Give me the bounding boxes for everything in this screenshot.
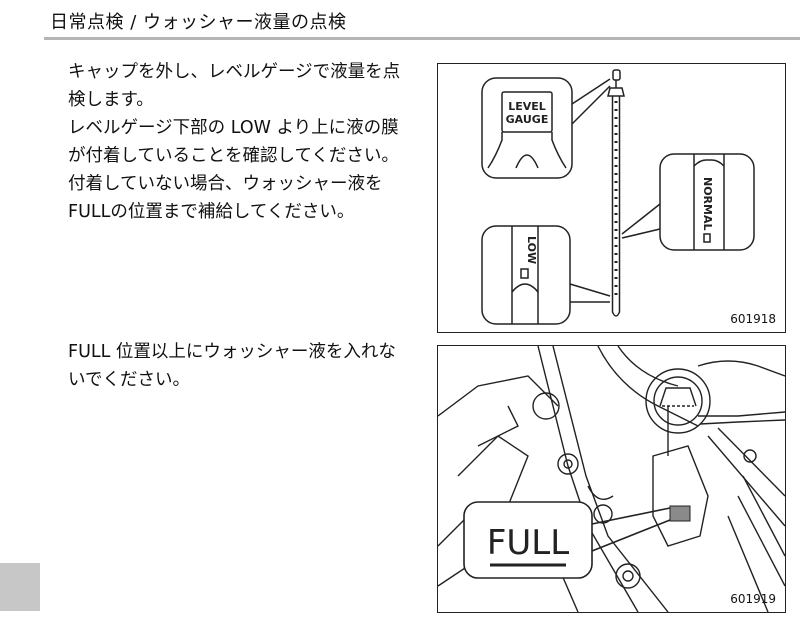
level-label: LEVEL: [508, 100, 546, 113]
normal-label: NORMAL: [701, 177, 714, 231]
figure-number: 601919: [730, 592, 776, 606]
text-line: 検します。: [68, 90, 154, 110]
figure-number: 601918: [730, 312, 776, 326]
level-gauge-figure: LEVEL GAUGE NORMAL LOW 601918: [437, 63, 786, 333]
level-gauge-illustration: LEVEL GAUGE NORMAL LOW: [481, 69, 755, 325]
text-line: が付着していることを確認してください。: [68, 146, 399, 166]
text-line: FULLの位置まで補給してください。: [68, 202, 355, 222]
full-label: FULL: [487, 523, 569, 563]
instruction-paragraph: キャップを外し、レベルゲージで液量を点 検します。 レベルゲージ下部の LOW …: [68, 58, 430, 226]
text-line: レベルゲージ下部の LOW より上に液の膜: [68, 118, 399, 138]
full-level-marker: [669, 505, 691, 522]
washer-tank-figure: FULL 601919: [437, 345, 786, 613]
engine-bay-illustration: FULL: [438, 346, 785, 612]
page-title: 日常点検 / ウォッシャー液量の点検: [50, 12, 347, 33]
page-side-tab: [0, 563, 40, 611]
header-divider: [44, 37, 800, 40]
low-label: LOW: [525, 236, 538, 264]
gauge-tick-marks: [614, 101, 618, 295]
text-line: キャップを外し、レベルゲージで液量を点: [68, 62, 401, 82]
text-line: いでください。: [68, 370, 190, 390]
caution-paragraph: FULL 位置以上にウォッシャー液を入れな いでください。: [68, 338, 430, 394]
text-line: FULL 位置以上にウォッシャー液を入れな: [68, 342, 396, 362]
gauge-label: GAUGE: [506, 113, 549, 126]
text-line: 付着していない場合、ウォッシャー液を: [68, 174, 383, 194]
